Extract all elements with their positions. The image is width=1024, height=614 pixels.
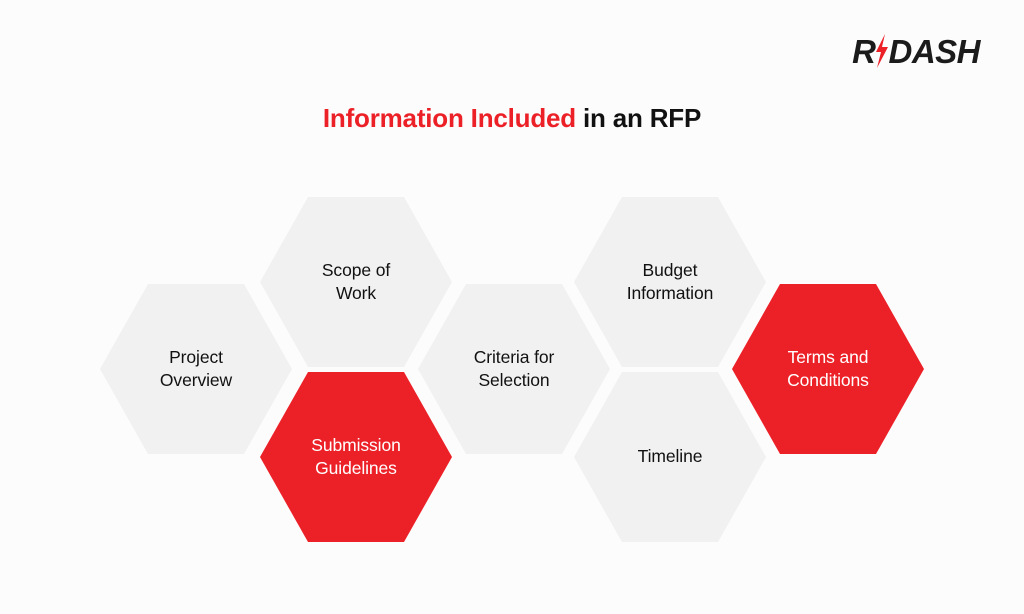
hex-label: Scope of Work [321, 259, 391, 303]
hex-label: Budget Information [626, 259, 714, 303]
logo-wordmark: R DASH [852, 34, 980, 68]
hex-terms-and-conditions[interactable]: Terms and Conditions [732, 284, 924, 454]
hex-label: Terms and Conditions [787, 346, 869, 390]
logo-letter-r: R [852, 32, 876, 70]
hex-label: Submission Guidelines [311, 434, 401, 478]
hex-timeline[interactable]: Timeline [574, 372, 766, 542]
page-title-accent: Information Included [322, 103, 576, 133]
hex-label: Timeline [637, 446, 703, 467]
page-title: Information Included in an RFP [0, 103, 1024, 134]
hex-label: Criteria for Selection [473, 346, 555, 390]
logo-word-dash: DASH [888, 32, 980, 70]
hex-scope-of-work[interactable]: Scope of Work [260, 197, 452, 367]
brand-logo: R DASH [852, 29, 980, 73]
lightning-bolt-icon [874, 34, 889, 68]
hex-budget-information[interactable]: Budget Information [574, 197, 766, 367]
hex-label: Project Overview [159, 346, 233, 390]
page-title-plain: in an RFP [575, 103, 702, 133]
hex-project-overview[interactable]: Project Overview [100, 284, 292, 454]
hex-submission-guidelines[interactable]: Submission Guidelines [260, 372, 452, 542]
hex-criteria-for-selection[interactable]: Criteria for Selection [418, 284, 610, 454]
